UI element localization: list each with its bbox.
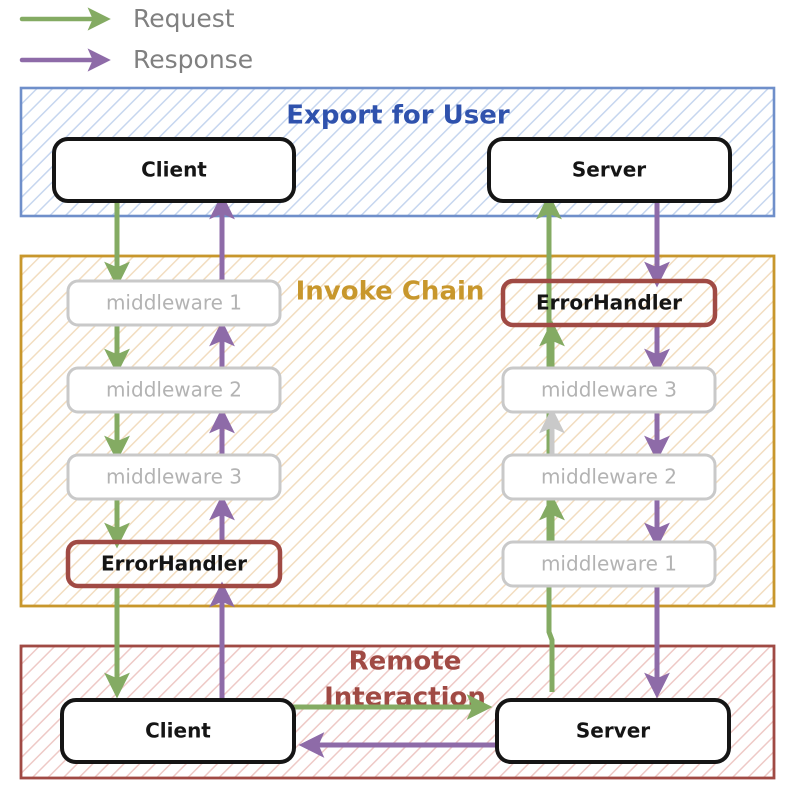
node-mw-l-3[interactable]: middleware 3 [66,453,282,501]
node-client-top-label: Client [141,158,207,182]
node-mw-l-1[interactable]: middleware 1 [66,279,282,327]
node-client-bottom-label: Client [145,719,211,743]
node-mw-l-1-label: middleware 1 [106,291,242,315]
node-mw-r-3-box[interactable] [501,366,717,414]
node-mw-r-1-label: middleware 1 [541,552,677,576]
node-client-top-box[interactable] [52,137,296,203]
node-errorhandler-right-label: ErrorHandler [536,291,682,315]
section-export-title: Export for User [286,101,510,131]
node-mw-l-2-label: middleware 2 [106,378,242,402]
node-server-top[interactable]: Server [487,137,732,203]
legend-item-request: Request [19,4,235,33]
node-errorhandler-right[interactable]: ErrorHandler [500,278,718,328]
arrows-layer [104,193,670,758]
node-mw-l-2[interactable]: middleware 2 [66,366,282,414]
node-mw-r-1[interactable]: middleware 1 [501,540,717,588]
node-errorhandler-right-box[interactable] [500,278,718,328]
node-mw-r-3-label: middleware 3 [541,378,677,402]
legend-label-request: Request [133,4,235,33]
node-mw-r-2[interactable]: middleware 2 [501,453,717,501]
node-server-top-box[interactable] [487,137,732,203]
node-mw-l-3-label: middleware 3 [106,465,242,489]
node-errorhandler-left-label: ErrorHandler [101,552,247,576]
node-mw-l-1-box[interactable] [66,279,282,327]
node-mw-r-2-label: middleware 2 [541,465,677,489]
node-server-bottom[interactable]: Server [495,698,731,764]
node-client-bottom[interactable]: Client [60,698,296,764]
node-mw-r-1-box[interactable] [501,540,717,588]
node-server-bottom-box[interactable] [495,698,731,764]
node-server-top-label: Server [572,158,646,182]
node-client-top[interactable]: Client [52,137,296,203]
node-mw-l-3-box[interactable] [66,453,282,501]
node-mw-l-2-box[interactable] [66,366,282,414]
section-chain-title: Invoke Chain [296,277,485,307]
node-client-bottom-box[interactable] [60,698,296,764]
legend-item-response: Response [19,45,253,74]
legend-label-response: Response [133,45,253,74]
legend: Request Response [19,4,253,74]
section-remote-title-line1: Remote [349,647,462,677]
node-errorhandler-left[interactable]: ErrorHandler [65,539,283,589]
node-mw-r-3[interactable]: middleware 3 [501,366,717,414]
node-server-bottom-label: Server [576,719,650,743]
node-mw-r-2-box[interactable] [501,453,717,501]
node-errorhandler-left-box[interactable] [65,539,283,589]
